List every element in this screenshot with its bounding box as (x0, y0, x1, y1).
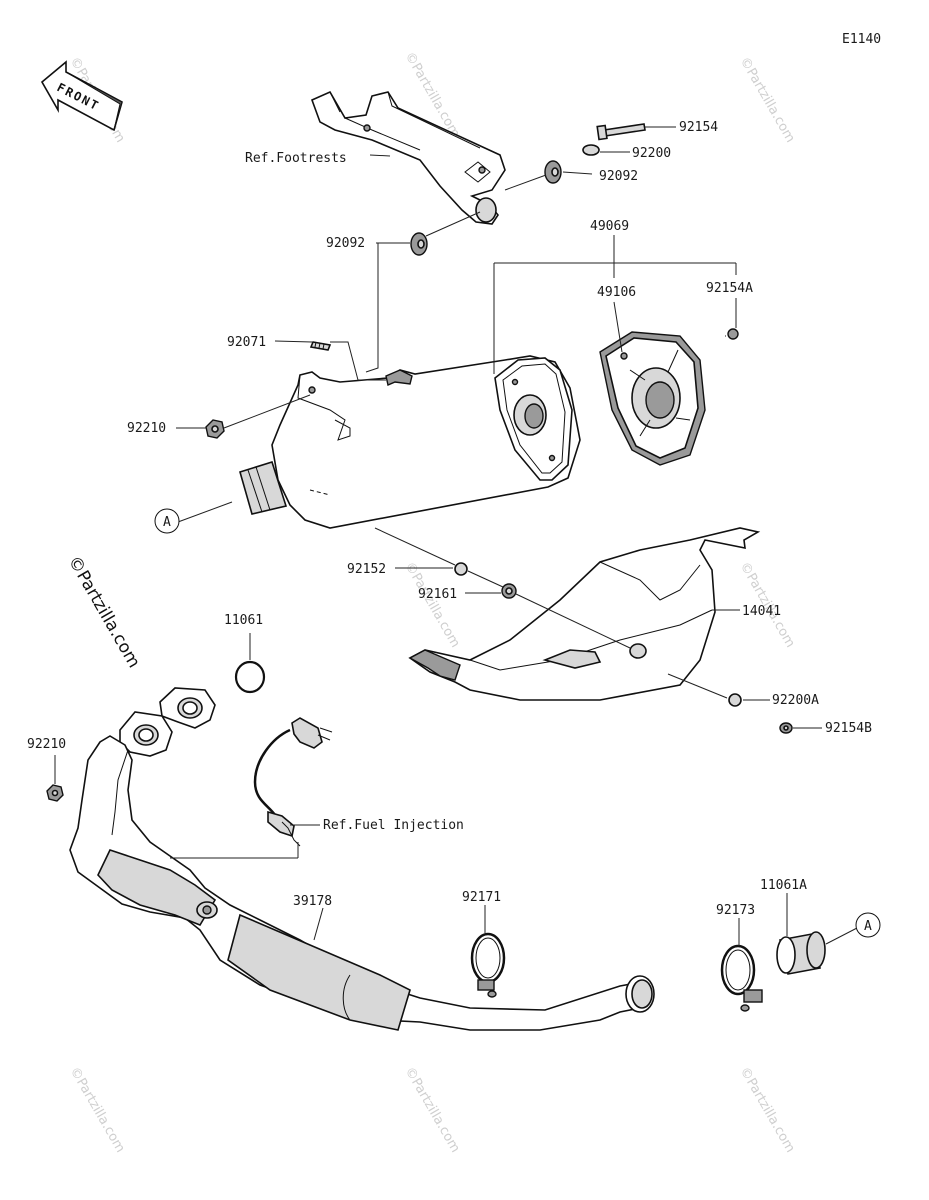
label-11061: 11061 (224, 613, 263, 628)
label-92210-top: 92210 (127, 421, 166, 436)
callout-letter: A (163, 515, 171, 530)
callout-letter: A (864, 919, 872, 934)
label-92210-left: 92210 (27, 737, 66, 752)
sleeve-11061A (776, 931, 826, 975)
end-cover-49106 (599, 331, 706, 466)
label-11061A: 11061A (760, 878, 807, 893)
watermark: ©Partzilla.com (67, 1065, 128, 1156)
label-ref-fuel-injection: Ref.Fuel Injection (323, 818, 464, 833)
label-49069: 49069 (590, 219, 629, 234)
grommet-92092-right (544, 160, 562, 184)
label-ref-footrests: Ref.Footrests (245, 151, 347, 166)
label-92171: 92171 (462, 890, 501, 905)
screw-92154B (779, 722, 793, 734)
label-49106: 49106 (597, 285, 636, 300)
washer-92152 (454, 562, 468, 576)
muffler-49069 (239, 355, 581, 529)
footrest-bracket (310, 90, 506, 225)
label-92173: 92173 (716, 903, 755, 918)
side-watermark: ©Partzilla.com (64, 553, 144, 672)
clamp-92173 (720, 944, 763, 1012)
clamp-92171 (470, 932, 506, 998)
label-92200A: 92200A (772, 693, 819, 708)
bolt-92154 (596, 123, 646, 141)
stud-92071 (309, 341, 332, 351)
gasket-11061 (234, 660, 266, 694)
washer-92200A (728, 693, 742, 707)
callout-a-muffler: A (154, 508, 180, 534)
front-arrow-icon: FRONT (40, 60, 123, 132)
label-92092-left: 92092 (326, 236, 365, 251)
label-14041: 14041 (742, 604, 781, 619)
grommet-92092-left (410, 232, 428, 256)
watermark: ©Partzilla.com (737, 55, 798, 146)
label-92154B: 92154B (825, 721, 872, 736)
callout-a-sleeve: A (855, 912, 881, 938)
watermark: ©Partzilla.com (402, 1065, 463, 1156)
label-92200: 92200 (632, 146, 671, 161)
label-92092-right: 92092 (599, 169, 638, 184)
watermark: ©Partzilla.com (737, 1065, 798, 1156)
label-92071: 92071 (227, 335, 266, 350)
washer-92200 (582, 144, 600, 156)
label-92154: 92154 (679, 120, 718, 135)
watermark: ©Partzilla.com (402, 560, 463, 651)
exhaust-flanges (119, 687, 216, 757)
exhaust-pipe-39178 (69, 735, 655, 1031)
collar-92161 (501, 583, 517, 599)
label-92154A: 92154A (706, 281, 753, 296)
screw-92154A (727, 328, 739, 340)
label-39178: 39178 (293, 894, 332, 909)
label-92152: 92152 (347, 562, 386, 577)
label-92161: 92161 (418, 587, 457, 602)
leader-lines (54, 126, 858, 946)
oxygen-sensor (253, 717, 333, 847)
heat-shield-14041 (408, 527, 761, 701)
nut-92210-top (205, 419, 225, 439)
nut-92210-left (46, 784, 64, 802)
diagram-code: E1140 (842, 32, 881, 47)
